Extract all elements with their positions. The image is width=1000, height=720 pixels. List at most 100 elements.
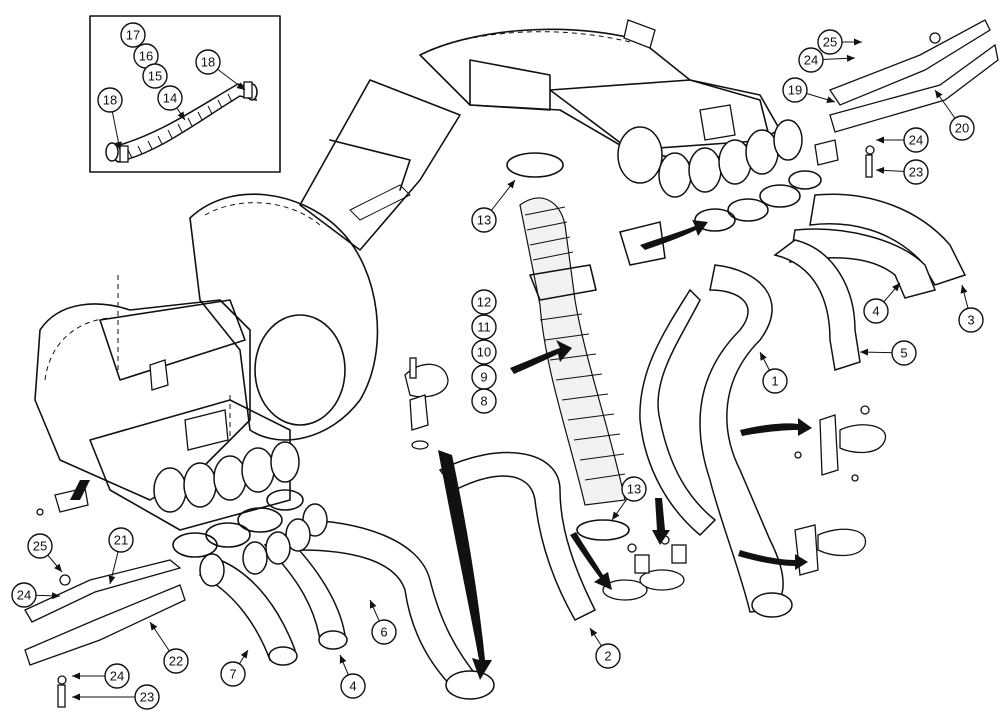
callout-24: 24: [798, 47, 856, 73]
leader-arrowhead: [507, 180, 515, 189]
callout-6: 6: [369, 599, 397, 645]
callout-circle: [340, 673, 366, 699]
callout-number: 2: [604, 649, 611, 664]
callout-18: 18: [195, 49, 246, 91]
callout-14: 14: [157, 85, 186, 121]
callout-18: 18: [97, 87, 123, 151]
leader-arrowhead: [54, 563, 62, 572]
callout-circle: [220, 661, 246, 687]
corrugated-hose: [506, 152, 630, 541]
callout-number: 4: [872, 304, 879, 319]
callout-circle: [595, 643, 621, 669]
callout-number: 24: [17, 588, 31, 603]
callout-circle: [471, 388, 497, 414]
callout-number: 8: [480, 394, 487, 409]
leader-arrowhead: [590, 628, 598, 637]
callout-number: 6: [380, 625, 387, 640]
callout-22: 22: [149, 621, 189, 674]
callout-15: 15: [142, 63, 168, 89]
callout-9: 9: [471, 364, 497, 390]
leader-arrowhead: [935, 90, 943, 99]
callout-circle: [903, 159, 929, 185]
mounting-brackets: [404, 139, 887, 601]
leader-arrowhead: [826, 96, 835, 104]
callout-19: 19: [782, 77, 836, 104]
leader-arrowhead: [612, 511, 620, 520]
callout-12: 12: [471, 289, 497, 315]
callout-number: 11: [477, 320, 491, 335]
callout-number: 10: [477, 345, 491, 360]
leader-arrowhead: [876, 166, 885, 174]
callout-circle: [163, 648, 189, 674]
callout-circle: [891, 340, 917, 366]
callout-4: 4: [339, 654, 366, 699]
callout-number: 24: [909, 133, 923, 148]
leader-arrowhead: [150, 622, 158, 631]
callout-number: 18: [201, 55, 215, 70]
leader-arrowhead: [860, 348, 869, 356]
callout-circle: [798, 47, 824, 73]
callout-circle: [621, 476, 647, 502]
callout-number: 22: [169, 654, 183, 669]
callout-number: 17: [126, 28, 140, 43]
callout-number: 24: [110, 669, 124, 684]
callout-circle: [134, 684, 160, 710]
callout-circle: [471, 289, 497, 315]
callout-13: 13: [471, 179, 516, 233]
callout-number: 7: [229, 667, 236, 682]
leader-arrowhead: [72, 693, 80, 701]
callout-circle: [863, 298, 889, 324]
leader-arrowhead: [177, 111, 185, 120]
callout-number: 18: [103, 93, 117, 108]
callout-17: 17: [120, 22, 146, 48]
callout-7: 7: [220, 649, 249, 687]
callout-number: 21: [114, 533, 128, 548]
leader-arrowhead: [108, 575, 116, 584]
leader-arrowhead: [960, 285, 968, 294]
callout-number: 23: [909, 165, 923, 180]
callout-24: 24: [72, 663, 130, 689]
callout-circle: [949, 115, 975, 141]
callout-number: 16: [139, 49, 153, 64]
callout-circle: [11, 582, 37, 608]
callout-circle: [471, 314, 497, 340]
leader-arrowhead: [846, 54, 855, 62]
leader-arrowhead: [892, 283, 900, 292]
callout-number: 1: [771, 374, 778, 389]
callout-number: 3: [967, 313, 974, 328]
callout-number: 9: [480, 370, 487, 385]
callouts: 1716151418182524192024231334511211109813…: [11, 22, 984, 710]
leader-arrowhead: [339, 655, 347, 664]
callout-25: 25: [27, 533, 63, 573]
callout-number: 13: [477, 213, 491, 228]
callout-circle: [120, 22, 146, 48]
callout-number: 4: [349, 679, 356, 694]
callout-number: 25: [33, 539, 47, 554]
callout-circle: [903, 127, 929, 153]
pointer-arrows: [70, 220, 812, 680]
callout-8: 8: [471, 388, 497, 414]
leader-arrowhead: [370, 600, 377, 609]
callout-21: 21: [108, 527, 134, 585]
callout-circle: [817, 29, 843, 55]
callout-number: 13: [627, 482, 641, 497]
callout-circle: [782, 77, 808, 103]
leader-arrowhead: [51, 592, 60, 600]
callout-5: 5: [859, 340, 917, 366]
callout-24: 24: [11, 582, 61, 608]
callout-4: 4: [863, 282, 901, 324]
callout-number: 25: [823, 35, 837, 50]
callout-circle: [958, 307, 984, 333]
callout-2: 2: [589, 627, 621, 669]
callout-20: 20: [934, 89, 975, 141]
callout-23: 23: [875, 159, 929, 185]
leader-arrowhead: [760, 352, 767, 361]
callout-number: 15: [148, 69, 162, 84]
leader-arrowhead: [876, 136, 884, 144]
callout-number: 19: [788, 83, 802, 98]
left-duct-assembly: [34, 79, 461, 558]
callout-circle: [27, 533, 53, 559]
callout-number: 24: [804, 53, 818, 68]
leader-arrowhead: [854, 38, 862, 46]
